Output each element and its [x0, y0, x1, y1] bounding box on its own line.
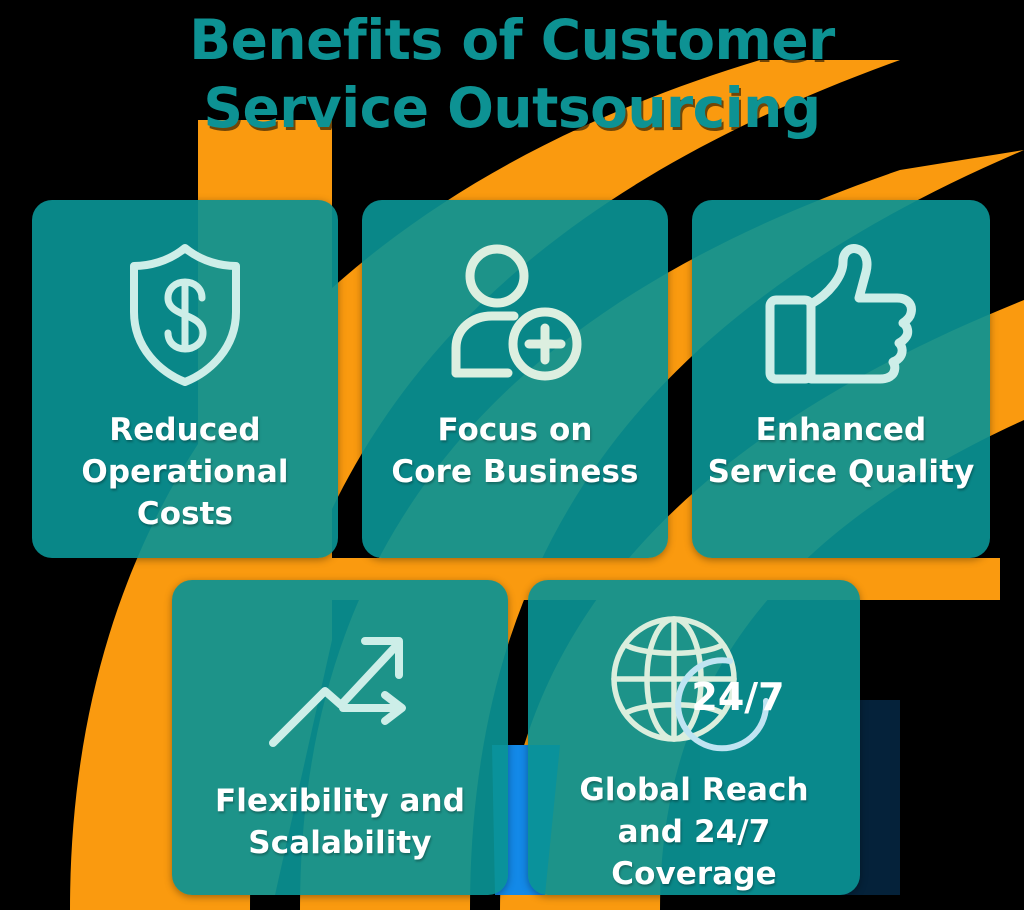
globe-24-7-icon: 24/7	[611, 615, 782, 751]
card-label: Flexibility and Scalability	[214, 783, 465, 861]
icon-container	[32, 200, 338, 407]
thumbs-up-icon	[765, 243, 916, 383]
growth-arrow-icon	[269, 637, 406, 747]
benefit-card-enhanced-service-quality[interactable]: Enhanced Service Quality	[692, 200, 990, 558]
icon-container	[692, 200, 990, 407]
shield-dollar-icon	[130, 243, 240, 386]
benefit-card-global-reach-24-7-coverage[interactable]: 24/7 Global Reach and 24/7 Coverage	[528, 580, 860, 895]
card-label: Reduced Operational Costs	[81, 412, 289, 532]
benefit-card-flexibility-and-scalability[interactable]: Flexibility and Scalability	[172, 580, 508, 895]
card-label: Focus on Core Business	[391, 412, 639, 490]
card-label: Enhanced Service Quality	[707, 412, 975, 490]
user-plus-icon	[451, 244, 582, 381]
badge-24-7-text: 24/7	[691, 675, 782, 719]
icon-container	[362, 200, 668, 407]
card-label: Global Reach and 24/7 Coverage	[579, 772, 809, 892]
icon-container: 24/7	[528, 580, 860, 765]
icon-container	[172, 580, 508, 776]
benefit-card-focus-on-core-business[interactable]: Focus on Core Business	[362, 200, 668, 558]
benefit-card-reduced-operational-costs[interactable]: Reduced Operational Costs	[32, 200, 338, 558]
